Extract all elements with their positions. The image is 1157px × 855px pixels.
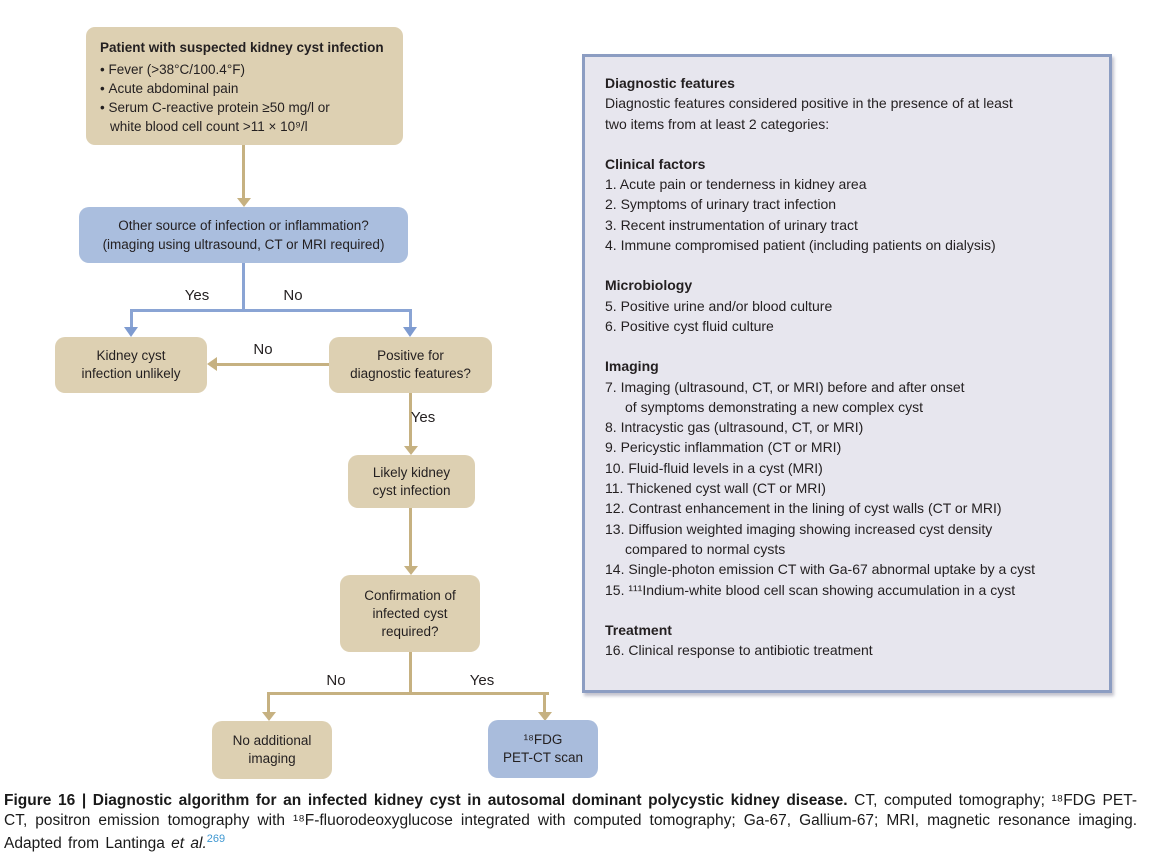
node-confirmation-line: required? — [381, 623, 439, 639]
connector-q3-yes-arm — [543, 692, 546, 712]
node-likely-infection: Likely kidney cyst infection — [348, 455, 475, 508]
label-yes: Yes — [184, 287, 210, 304]
panel-item: 2. Symptoms of urinary tract infection — [605, 196, 837, 213]
connector-likely-to-q3 — [409, 508, 412, 566]
node-no-additional-imaging: No additional imaging — [212, 721, 332, 779]
label-no: No — [283, 287, 303, 304]
node-no-additional-imaging-line: No additional — [232, 733, 312, 748]
node-infection-unlikely-line: infection unlikely — [81, 366, 181, 381]
panel-item: 12. Contrast enhancement in the lining o… — [605, 500, 1002, 517]
panel-item: 10. Fluid-fluid levels in a cyst (MRI) — [605, 459, 823, 476]
caption-etal: et al. — [171, 835, 207, 853]
node-start-bullet: Fever (>38°C/100.4°F) — [100, 60, 244, 79]
label-yes: Yes — [410, 409, 436, 426]
node-positive-features-line: Positive for — [377, 348, 444, 363]
panel-item: 5. Positive urine and/or blood culture — [605, 297, 833, 314]
arrowhead-down-icon — [404, 566, 418, 575]
panel-item: 6. Positive cyst fluid culture — [605, 317, 774, 334]
node-infection-unlikely: Kidney cyst infection unlikely — [55, 337, 207, 393]
arrowhead-down-icon — [403, 327, 417, 337]
connector-q1-branch — [130, 309, 412, 312]
panel-section-treatment: Treatment 16. Clinical response to antib… — [605, 620, 1089, 661]
connector-q3-branch — [267, 692, 549, 695]
node-start-bullet: Acute abdominal pain — [100, 79, 238, 98]
arrowhead-down-icon — [538, 712, 552, 721]
panel-item: 4. Immune compromised patient (including… — [605, 237, 996, 254]
panel-section-imaging: Imaging 7. Imaging (ultrasound, CT, or M… — [605, 356, 1089, 600]
node-other-source-line: Other source of infection or inflammatio… — [118, 218, 369, 233]
connector-q1-stem — [242, 263, 245, 309]
node-confirmation-line: infected cyst — [372, 605, 448, 621]
node-positive-features-question: Positive for diagnostic features? — [329, 337, 492, 393]
arrowhead-left-icon — [207, 357, 217, 371]
panel-item: 16. Clinical response to antibiotic trea… — [605, 642, 873, 659]
connector-q3-no-arm — [267, 692, 270, 712]
node-start-title: Patient with suspected kidney cyst infec… — [100, 40, 384, 55]
panel-item: 11. Thickened cyst wall (CT or MRI) — [605, 480, 826, 497]
node-other-source-question: Other source of infection or inflammatio… — [79, 207, 408, 263]
section-heading: Imaging — [605, 358, 659, 375]
panel-item: 9. Pericystic inflammation (CT or MRI) — [605, 439, 842, 456]
node-pet-ct-scan: ¹⁸FDG PET-CT scan — [488, 720, 598, 778]
panel-item: 14. Single-photon emission CT with Ga-67… — [605, 561, 1036, 578]
label-yes: Yes — [469, 672, 495, 689]
panel-intro: Diagnostic features considered positive … — [605, 95, 1013, 132]
caption-reference-number: 269 — [206, 833, 226, 845]
arrowhead-down-icon — [262, 712, 276, 721]
node-start-bullet: Serum C-reactive protein ≥50 mg/l or whi… — [100, 98, 329, 136]
connector-q1-no-arm — [409, 309, 412, 328]
node-infection-unlikely-line: Kidney cyst — [96, 348, 166, 363]
node-start: Patient with suspected kidney cyst infec… — [86, 27, 403, 145]
arrowhead-down-icon — [237, 198, 251, 207]
panel-item: 13. Diffusion weighted imaging showing i… — [605, 520, 993, 557]
connector-q3-stem — [409, 652, 412, 692]
arrowhead-down-icon — [404, 446, 418, 455]
panel-item: 7. Imaging (ultrasound, CT, or MRI) befo… — [605, 378, 965, 415]
node-pet-ct-scan-line: ¹⁸FDG — [523, 732, 563, 747]
connector-q1-yes-arm — [130, 309, 133, 328]
panel-item: 1. Acute pain or tenderness in kidney ar… — [605, 176, 867, 193]
node-no-additional-imaging-line: imaging — [248, 751, 296, 766]
section-heading: Treatment — [605, 621, 672, 638]
panel-item: 8. Intracystic gas (ultrasound, CT, or M… — [605, 419, 864, 436]
figure-caption: Figure 16 | Diagnostic algorithm for an … — [4, 791, 1137, 854]
connector-start-to-q1 — [242, 145, 245, 198]
node-likely-infection-line: cyst infection — [372, 482, 451, 498]
node-pet-ct-scan-line: PET-CT scan — [502, 750, 584, 765]
panel-section-clinical-factors: Clinical factors 1. Acute pain or tender… — [605, 154, 1089, 255]
caption-bold-title: Figure 16 | Diagnostic algorithm for an … — [4, 792, 848, 809]
caption-body: CT, computed tomography; ¹⁸FDG PET-CT, p… — [4, 792, 1137, 853]
label-no: No — [253, 341, 273, 358]
connector-q2-to-likely — [409, 393, 412, 446]
panel-title: Diagnostic features — [605, 75, 735, 91]
diagnostic-features-panel: Diagnostic features Diagnostic features … — [582, 54, 1112, 693]
connector-q2-to-unlikely — [216, 363, 329, 366]
section-heading: Microbiology — [605, 277, 693, 294]
node-confirmation-question: Confirmation of infected cyst required? — [340, 575, 480, 652]
panel-section-microbiology: Microbiology 5. Positive urine and/or bl… — [605, 275, 1089, 336]
node-likely-infection-line: Likely kidney — [372, 464, 451, 480]
node-other-source-line: (imaging using ultrasound, CT or MRI req… — [102, 237, 385, 252]
arrowhead-down-icon — [124, 327, 138, 337]
panel-item: 3. Recent instrumentation of urinary tra… — [605, 216, 858, 233]
node-positive-features-line: diagnostic features? — [350, 366, 471, 381]
section-heading: Clinical factors — [605, 155, 706, 172]
node-confirmation-line: Confirmation of — [364, 587, 456, 603]
label-no: No — [326, 672, 346, 689]
panel-item: 15. ¹¹¹Indium-white blood cell scan show… — [605, 581, 1016, 598]
